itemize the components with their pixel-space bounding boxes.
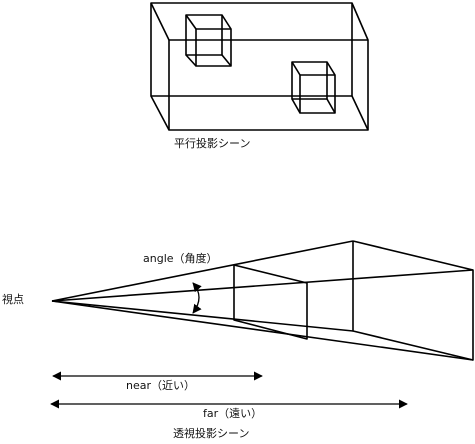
angle-label: angle（角度） [143,251,218,265]
far-label: far（遠い） [203,407,262,420]
viewpoint-label: 視点 [2,292,24,306]
angle-arc [192,282,202,314]
parallel-cube-1 [185,14,232,67]
parallel-scene: 平行投影シーン [150,2,369,150]
view-frustum [51,240,474,361]
near-label: near（近い） [126,379,195,392]
parallel-cube-2 [291,61,336,114]
parallel-caption: 平行投影シーン [174,136,250,150]
perspective-scene: angle（角度） 視点 near（近い） far（遠い） 透視投影シーン [2,240,474,440]
parallel-box [150,2,369,131]
perspective-caption: 透視投影シーン [173,426,249,440]
